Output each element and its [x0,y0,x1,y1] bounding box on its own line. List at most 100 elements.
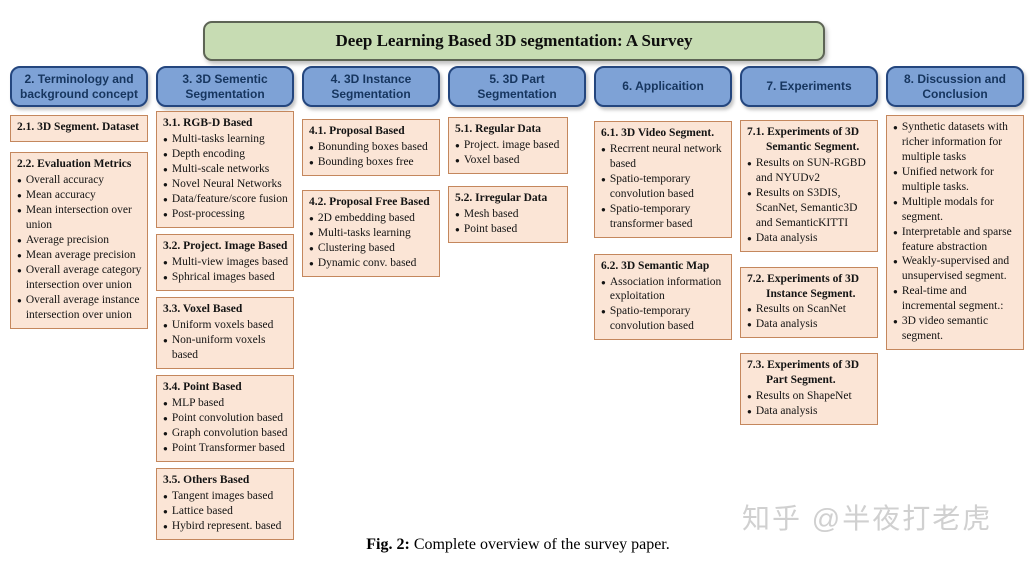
bullet-item: ●Multi-tasks learning [163,132,289,147]
bullet-dot-icon: ● [309,258,314,268]
bullet-dot-icon: ● [163,134,168,144]
bullet-dot-icon: ● [893,167,898,177]
bullet-item: ●Mean intersection over union [17,203,143,233]
box-title: 7.1. Experiments of 3D Semantic Segment. [747,126,860,153]
box-title: 3.1. RGB-D Based [163,117,253,129]
bullet-item: ●Bonunding boxes based [309,140,435,155]
bullet-dot-icon: ● [163,413,168,423]
bullet-dot-icon: ● [163,149,168,159]
box-title: 7.3. Experiments of 3D Part Segment. [747,359,860,387]
bullet-text: Novel Neural Networks [171,177,282,190]
bullet-text: Results on ShapeNet [755,390,852,403]
bullet-text: Project. image based [463,138,560,151]
bullet-dot-icon: ● [309,157,314,167]
bullet-dot-icon: ● [163,506,168,516]
bullet-text: Non-uniform voxels based [171,333,266,361]
column-header: 8. Discussion and Conclusion [886,66,1024,107]
bullet-text: Spatio-temporary convolution based [609,172,694,200]
watermark: 知乎 @半夜打老虎 [742,503,993,534]
bullet-item: ●Clustering based [309,241,435,256]
topic-box: 4.1. Proposal Based●Bonunding boxes base… [302,119,440,176]
bullet-item: ●Mean average precision [17,248,143,263]
bullet-dot-icon: ● [17,175,22,185]
bullet-text: Overall accuracy [25,173,105,186]
topic-box: 3.3. Voxel Based●Uniform voxels based●No… [156,296,294,369]
bullet-dot-icon: ● [163,194,168,204]
bullet-text: Hybird represent. based [171,519,282,532]
bullet-text: Point based [463,222,518,235]
bullet-text: Real-time and incremental segment.: [901,285,1004,313]
bullet-text: Dynamic conv. based [317,256,417,269]
box-title: 3.5. Others Based [163,473,250,486]
bullet-text: Bonunding boxes based [317,140,428,153]
bullet-text: Data analysis [755,405,818,418]
bullet-text: Overall average instance intersection ov… [25,293,140,321]
bullet-dot-icon: ● [747,320,752,330]
bullet-text: Mean intersection over union [25,203,132,231]
bullet-text: Overall average category intersection ov… [25,263,142,291]
caption-text: Complete overview of the survey paper. [413,536,670,553]
bullet-dot-icon: ● [163,179,168,189]
bullet-dot-icon: ● [747,392,752,402]
bullet-item: ●Overall average category intersection o… [17,263,143,293]
bullet-item: ●Non-uniform voxels based [163,333,289,363]
bullet-text: Data analysis [755,231,818,244]
bullet-item: ●Data/feature/score fusion [163,192,289,207]
bullet-text: Interpretable and sparse feature abstrac… [901,225,1012,253]
topic-box: 7.2. Experiments of 3D Instance Segment.… [740,266,878,339]
column: 7. Experiments 7.1. Experiments of 3D Sem… [740,66,878,426]
bullet-text: Multi-scale networks [171,162,270,175]
bullet-text: Data/feature/score fusion [171,192,288,205]
box-title: 3.2. Project. Image Based [163,239,288,252]
bullet-dot-icon: ● [747,407,752,417]
bullet-item: ●Results on S3DIS, ScanNet, Semantic3D a… [747,186,873,231]
bullet-dot-icon: ● [455,140,460,150]
bullet-text: Mean average precision [25,248,136,261]
topic-box: 3.2. Project. Image Based●Multi-view ima… [156,233,294,291]
bullet-text: Results on S3DIS, ScanNet, Semantic3D an… [755,186,858,229]
diagram-title: Deep Learning Based 3D segmentation: A S… [335,31,693,50]
bullet-item: ●Recrrent neural network based [601,142,727,172]
bullet-item: ●Data analysis [747,404,873,419]
bullet-item: ●Mean accuracy [17,188,143,203]
bullet-item: ●Depth encoding [163,147,289,162]
bullet-item: ●Results on SUN-RGBD and NYUDv2 [747,156,873,186]
column: 8. Discussion and Conclusion●Synthetic d… [886,66,1024,351]
bullet-dot-icon: ● [163,443,168,453]
topic-box: 3.1. RGB-D Based ●Multi-tasks learning●De… [156,111,294,228]
column-header: 5. 3D Part Segmentation [448,66,586,107]
bullet-dot-icon: ● [455,224,460,234]
bullet-dot-icon: ● [163,521,168,531]
bullet-item: ●Multiple modals for segment. [893,195,1019,225]
bullet-dot-icon: ● [893,227,898,237]
bullet-dot-icon: ● [601,307,606,317]
bullet-dot-icon: ● [17,295,22,305]
column-header: 7. Experiments [740,66,878,107]
bullet-dot-icon: ● [163,320,168,330]
topic-box: 6.1. 3D Video Segment. ●Recrrent neural n… [594,121,732,238]
bullet-item: ●Average precision [17,233,143,248]
bullet-item: ●Unified network for multiple tasks. [893,165,1019,195]
bullet-item: ●Data analysis [747,317,873,332]
bullet-text: Data analysis [755,318,818,331]
bullet-dot-icon: ● [163,428,168,438]
bullet-text: Bounding boxes free [317,155,414,168]
bullet-item: ●Dynamic conv. based [309,256,435,271]
bullet-item: ●Project. image based [455,138,563,153]
bullet-dot-icon: ● [17,235,22,245]
bullet-item: ●Spatio-temporary transformer based [601,202,727,232]
box-title: 5.2. Irregular Data [455,191,548,204]
box-title: 7.2. Experiments of 3D Instance Segment. [747,272,860,300]
bullet-item: ●2D embedding based [309,211,435,226]
bullet-item: ●Multi-scale networks [163,162,289,177]
bullet-item: ●Voxel based [455,153,563,168]
bullet-dot-icon: ● [309,142,314,152]
bullet-item: ●Point based [455,222,563,237]
bullet-item: ●Real-time and incremental segment.: [893,284,1019,314]
box-title: 6.1. 3D Video Segment. [601,127,715,139]
topic-box: 5.2. Irregular Data●Mesh based●Point bas… [448,185,568,243]
diagram-title-box: Deep Learning Based 3D segmentation: A S… [203,21,825,61]
